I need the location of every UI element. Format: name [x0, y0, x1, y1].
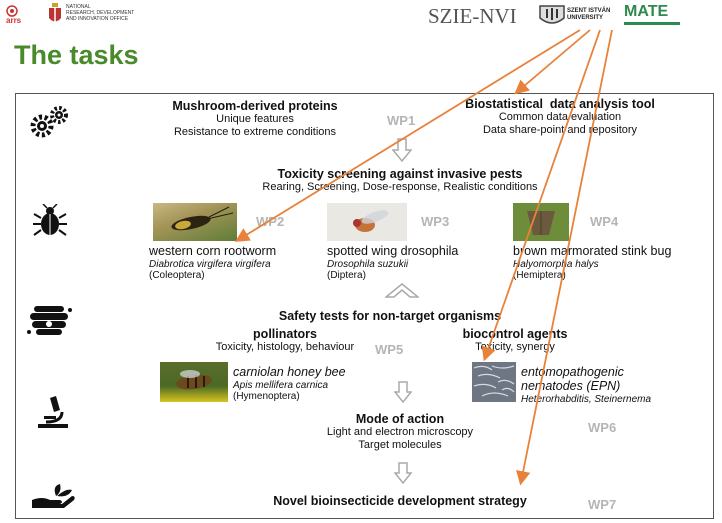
- bmsb-name: brown marmorated stink bug: [513, 244, 672, 258]
- down-arrow-icon: [391, 138, 413, 167]
- bee-name: carniolan honey bee: [233, 365, 346, 379]
- page-title: The tasks: [14, 40, 139, 70]
- biostat-line-2: Data share-point and repository: [482, 124, 638, 136]
- bee-text: carniolan honey bee Apis mellifera carni…: [233, 365, 383, 402]
- corn-rootworm-photo: [153, 203, 237, 241]
- stink-bug-photo: [513, 203, 569, 241]
- honey-bee-photo: [160, 362, 228, 402]
- pest-text-wcr: western corn rootworm Diabrotica virgife…: [149, 244, 324, 281]
- arrs-logo-text: arrs: [6, 16, 22, 25]
- moa-line-2: Target molecules: [358, 439, 442, 451]
- epn-text: entomopathogenic nematodes (EPN) Heteror…: [521, 365, 706, 405]
- hand-plant-icon: [30, 482, 76, 515]
- toxicity-title: Toxicity screening against invasive pest…: [277, 167, 523, 181]
- szie-nvi-label: SZIE-NVI: [428, 4, 517, 28]
- arrs-mark-icon: [6, 5, 18, 17]
- tasks-frame: [15, 93, 714, 519]
- epn-name-line-2: nematodes (EPN): [521, 379, 621, 393]
- wp2-label: WP2: [256, 214, 285, 229]
- mushroom-proteins-title: Mushroom-derived proteins: [172, 99, 338, 113]
- down-arrow-icon: [393, 462, 413, 489]
- arrs-logo: arrs: [4, 4, 42, 26]
- wcr-order: (Coleoptera): [149, 270, 205, 281]
- bee-order: (Hymenoptera): [233, 391, 300, 402]
- beehive-icon: [26, 302, 74, 343]
- swd-latin: Drosophila suzukii: [327, 259, 409, 270]
- nematodes-photo: [472, 362, 516, 402]
- up-chevron-icon: [383, 282, 421, 303]
- wp6-label: WP6: [588, 420, 617, 435]
- bmsb-order: (Hemiptera): [513, 270, 566, 281]
- epn-name-line-1: entomopathogenic: [521, 365, 624, 379]
- gears-icon: [28, 104, 72, 145]
- wp3-label: WP3: [421, 214, 450, 229]
- mushroom-line-1: Unique features: [216, 113, 294, 125]
- hungary-crest-icon: [48, 3, 62, 30]
- down-arrow-icon: [393, 381, 413, 408]
- pollinators-sub: Toxicity, histology, behaviour: [215, 341, 355, 353]
- swd-name: spotted wing drosophila: [327, 244, 459, 258]
- wp4-label: WP4: [590, 214, 619, 229]
- safety-title: Safety tests for non-target organisms: [278, 309, 502, 323]
- mate-logo: MATE: [624, 4, 680, 26]
- biostat-tool-title: Biostatistical data analysis tool: [465, 97, 655, 111]
- pest-text-swd: spotted wing drosophila Drosophila suzuk…: [327, 244, 507, 281]
- microscope-icon: [36, 394, 70, 435]
- final-strategy-title: Novel bioinsecticide development strateg…: [273, 494, 527, 508]
- wcr-name: western corn rootworm: [149, 244, 277, 258]
- epn-latin: Heterorhabditis, Steinernema: [521, 394, 652, 405]
- drosophila-photo: [327, 203, 407, 241]
- mushroom-line-2: Resistance to extreme conditions: [173, 126, 337, 138]
- biostat-line-1: Common data evaluation: [498, 111, 622, 123]
- biocontrol-title: biocontrol agents: [462, 327, 568, 341]
- mate-logo-text: MATE: [624, 3, 669, 20]
- bee-latin: Apis mellifera carnica: [233, 380, 329, 391]
- mate-underline: [624, 22, 680, 25]
- swd-order: (Diptera): [327, 270, 366, 281]
- wp5-label: WP5: [375, 342, 404, 357]
- toxicity-sub: Rearing, Screening, Dose-response, Reali…: [262, 181, 538, 193]
- pest-text-bmsb: brown marmorated stink bug Halyomorpha h…: [513, 244, 711, 281]
- mode-of-action-title: Mode of action: [355, 412, 445, 426]
- nrdio-text: NATIONAL RESEARCH, DEVELOPMENT AND INNOV…: [66, 4, 135, 22]
- pollinators-title: pollinators: [253, 327, 317, 341]
- moa-line-1: Light and electron microscopy: [326, 426, 474, 438]
- biocontrol-sub: Toxicity, synergy: [475, 341, 555, 353]
- bug-icon: [32, 203, 68, 243]
- wcr-latin: Diabrotica virgifera virgifera: [149, 259, 271, 270]
- szie-university-text: SZENT ISTVÁN UNIVERSITY: [567, 8, 611, 21]
- bmsb-latin: Halyomorpha halys: [513, 259, 599, 270]
- wp1-label: WP1: [387, 113, 416, 128]
- arrow-to-biostat: [514, 29, 591, 95]
- szie-crest-icon: [538, 4, 566, 33]
- wp7-label: WP7: [588, 497, 617, 512]
